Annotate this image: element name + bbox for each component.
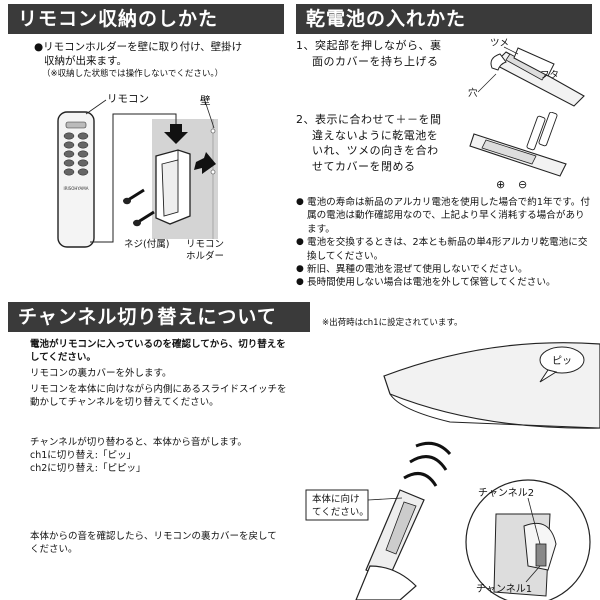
leader-line (85, 99, 107, 115)
label-channel-2: チャンネル2 (478, 487, 534, 499)
step-text: 突起部を押しながら、裏 (315, 39, 442, 52)
remote-buttons (63, 132, 89, 176)
step-number: 2、 (296, 113, 315, 126)
signal-wave-icon (403, 472, 438, 487)
step-text: せてカバーを閉める (312, 159, 416, 173)
battery-note: 長時間使用しない場合は電池を外して保管してください。 (296, 276, 594, 290)
instruction-line: リモコンを本体に向けながら内側にあるスライドスイッチを (30, 384, 287, 395)
instruction-line: ch1に切り替え:「ピッ」 (30, 450, 136, 461)
step-text: 面のカバーを持ち上げる (312, 54, 439, 68)
channel-switch-illustration: ピッ 本体に向け てください。 チャンネル2 チャンネル1 (305, 342, 600, 600)
leader-line (367, 497, 403, 501)
label-holder-1: リモコン (186, 239, 224, 250)
label-wall: 壁 (200, 94, 211, 107)
remote-brand-text: IRISOHYAMA (64, 186, 89, 191)
hand-icon (355, 565, 417, 600)
channel-sound-info: チャンネルが切り替わると、本体から音がします。 ch1に切り替え:「ピッ」 ch… (30, 436, 320, 475)
battery-insert-illustration: ⊕ ⊖ (469, 112, 567, 191)
section-header-battery: 乾電池の入れかた (296, 4, 592, 34)
channel-final-step: 本体からの音を確認したら、リモコンの裏カバーを戻して ください。 (30, 530, 320, 556)
storage-note: （※収納した状態では操作しないでください。） (42, 69, 224, 79)
battery-cover-open-illustration: ツメ フタ 穴 (468, 38, 585, 107)
remote-slide-switch (385, 501, 417, 555)
battery-step-2: 2、表示に合わせて＋－を間 違えないように乾電池を いれ、ツメの向きを合わ せて… (296, 112, 466, 174)
instruction-line: ch2に切り替え:「ピピッ」 (30, 463, 146, 474)
section-title: リモコン収納のしかた (18, 8, 219, 30)
wall-screw-hole (210, 169, 216, 175)
leader-line (525, 565, 541, 583)
zoom-slide-switch (535, 543, 547, 567)
section-header-channel: チャンネル切り替えについて (8, 302, 310, 332)
instruction-line: ●リモコンホルダーを壁に取り付け、壁掛け (34, 41, 243, 53)
instruction-line: 本体からの音を確認したら、リモコンの裏カバーを戻して (30, 531, 277, 542)
arrow-right-icon (194, 152, 216, 174)
step-text: 違えないように乾電池を (312, 128, 439, 142)
battery-compartment (481, 139, 537, 165)
leader-line (503, 46, 519, 55)
callout-text-2: てください。 (312, 507, 369, 518)
label-remote: リモコン (107, 93, 149, 105)
holder-slot (161, 159, 179, 217)
signal-wave-icon (415, 441, 452, 456)
screw-icon (133, 210, 155, 227)
instruction-line: 動かしてチャンネルを切り替えてください。 (30, 397, 219, 408)
thumb-icon (490, 53, 507, 71)
speech-bubble-tail (539, 369, 558, 383)
section-title: 乾電池の入れかた (306, 8, 467, 30)
step-text: 表示に合わせて＋－を間 (315, 113, 442, 126)
section-header-remote-storage: リモコン収納のしかた (8, 4, 284, 34)
signal-wave-icon (409, 455, 448, 471)
battery-plus-symbol: ⊕ (496, 178, 505, 191)
label-screw: ネジ(付属) (124, 239, 169, 250)
factory-setting-note: ※出荷時はch1に設定されています。 (322, 318, 463, 328)
ceiling-light-rim (389, 393, 600, 429)
battery-icon (538, 112, 558, 147)
label-tsume: ツメ (490, 38, 509, 49)
wall-screw-hole (210, 128, 216, 134)
instruction-line: ください。 (30, 544, 78, 555)
instruction-line: リモコンの裏カバーを外します。 (30, 368, 172, 379)
label-ana: 穴 (468, 87, 478, 99)
screw-icon (123, 188, 145, 205)
storage-instructions: ●リモコンホルダーを壁に取り付け、壁掛け 収納が出来ます。 (34, 40, 284, 68)
instruction-line: 電池がリモコンに入っているのを確認してから、切り替えを (30, 339, 286, 350)
label-holder-2: ホルダー (186, 250, 224, 262)
speech-bubble (539, 346, 585, 374)
remote-leader-line (90, 113, 177, 243)
remote-holder-illustration: IRISOHYAMA リモコン 壁 ネジ(付属) リモコン ホルダー (57, 93, 224, 262)
battery-icon (526, 115, 546, 151)
label-futa: フタ (540, 70, 559, 81)
step-number: 1、 (296, 39, 315, 52)
battery-note: 新旧、異種の電池を混ぜて使用しないでください。 (296, 263, 594, 277)
step-text: いれ、ツメの向きを合わ (312, 144, 439, 157)
battery-note: 電池を交換するときは、2本とも新品の単4形アルカリ乾電池に交換してください。 (296, 236, 594, 263)
instruction-line: してください。 (30, 352, 96, 363)
remote-body (57, 111, 95, 248)
battery-notes-list: 電池の寿命は新品のアルカリ電池を使用した場合で約1年です。付属の電池は動作確認用… (296, 196, 594, 290)
leader-line (527, 497, 541, 545)
callout-text-1: 本体に向け (312, 493, 360, 505)
battery-minus-symbol: ⊖ (518, 178, 527, 191)
channel-instructions: 電池がリモコンに入っているのを確認してから、切り替えを してください。 リモコン… (30, 338, 320, 409)
bubble-text: ピッ (552, 355, 572, 367)
battery-note: 電池の寿命は新品のアルカリ電池を使用した場合で約1年です。付属の電池は動作確認用… (296, 196, 594, 236)
battery-cover (513, 47, 555, 77)
callout-box (305, 489, 369, 521)
instruction-line: チャンネルが切り替わると、本体から音がします。 (30, 437, 247, 448)
section-title: チャンネル切り替えについて (18, 306, 277, 328)
label-channel-1: チャンネル1 (476, 583, 532, 595)
instruction-line: 収納が出来ます。 (44, 55, 127, 67)
remote-top-button (65, 121, 87, 129)
arrow-down-icon (164, 124, 188, 144)
battery-step-1: 1、突起部を押しながら、裏 面のカバーを持ち上げる (296, 38, 466, 69)
leader-line (477, 73, 497, 93)
leader-line (203, 97, 215, 129)
